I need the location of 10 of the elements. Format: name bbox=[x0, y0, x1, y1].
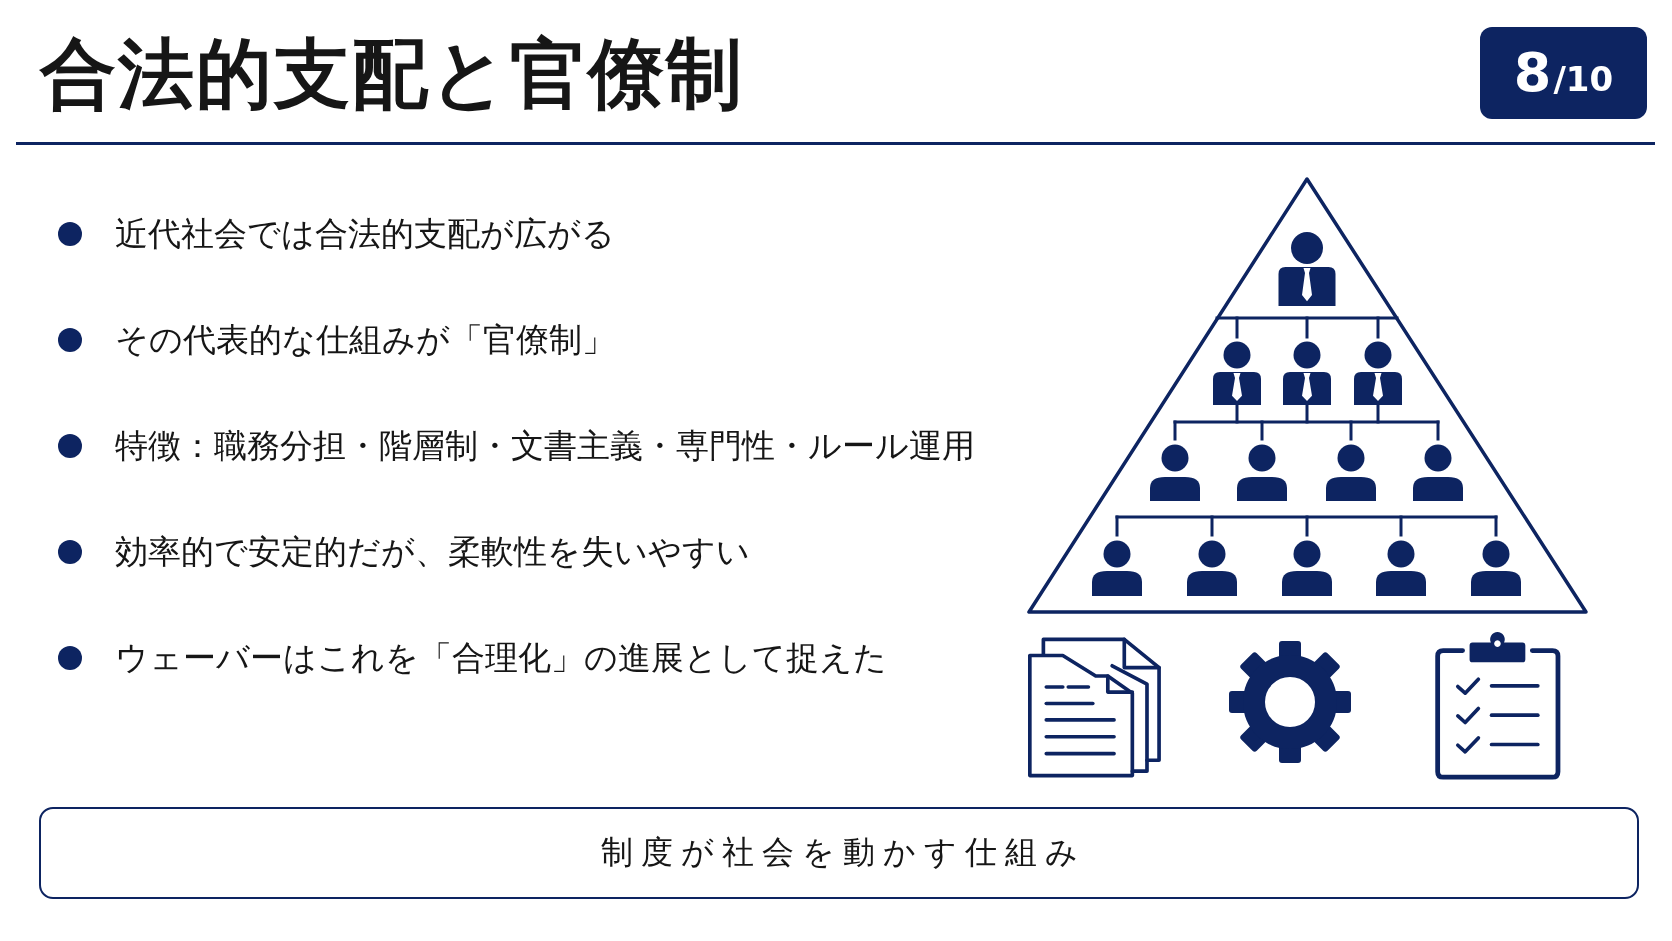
bullet-text: ウェーバーはこれを「合理化」の進展として捉えた bbox=[115, 636, 887, 679]
bullet-text: 特徴：職務分担・階層制・文書主義・専門性・ルール運用 bbox=[115, 424, 975, 467]
summary-box bbox=[39, 807, 1639, 899]
page-badge bbox=[1480, 27, 1647, 119]
page-counter: 8/10 bbox=[1513, 46, 1614, 100]
bullet-text: その代表的な仕組みが「官僚制」 bbox=[115, 318, 615, 361]
bullet-text: 効率的で安定的だが、柔軟性を失いやすい bbox=[115, 530, 750, 573]
bullet-text: 近代社会では合法的支配が広がる bbox=[115, 212, 615, 255]
slide-title: 合法的支配と官僚制 bbox=[40, 30, 744, 118]
summary-text: 制度が社会を動かす仕組み bbox=[599, 832, 1086, 873]
